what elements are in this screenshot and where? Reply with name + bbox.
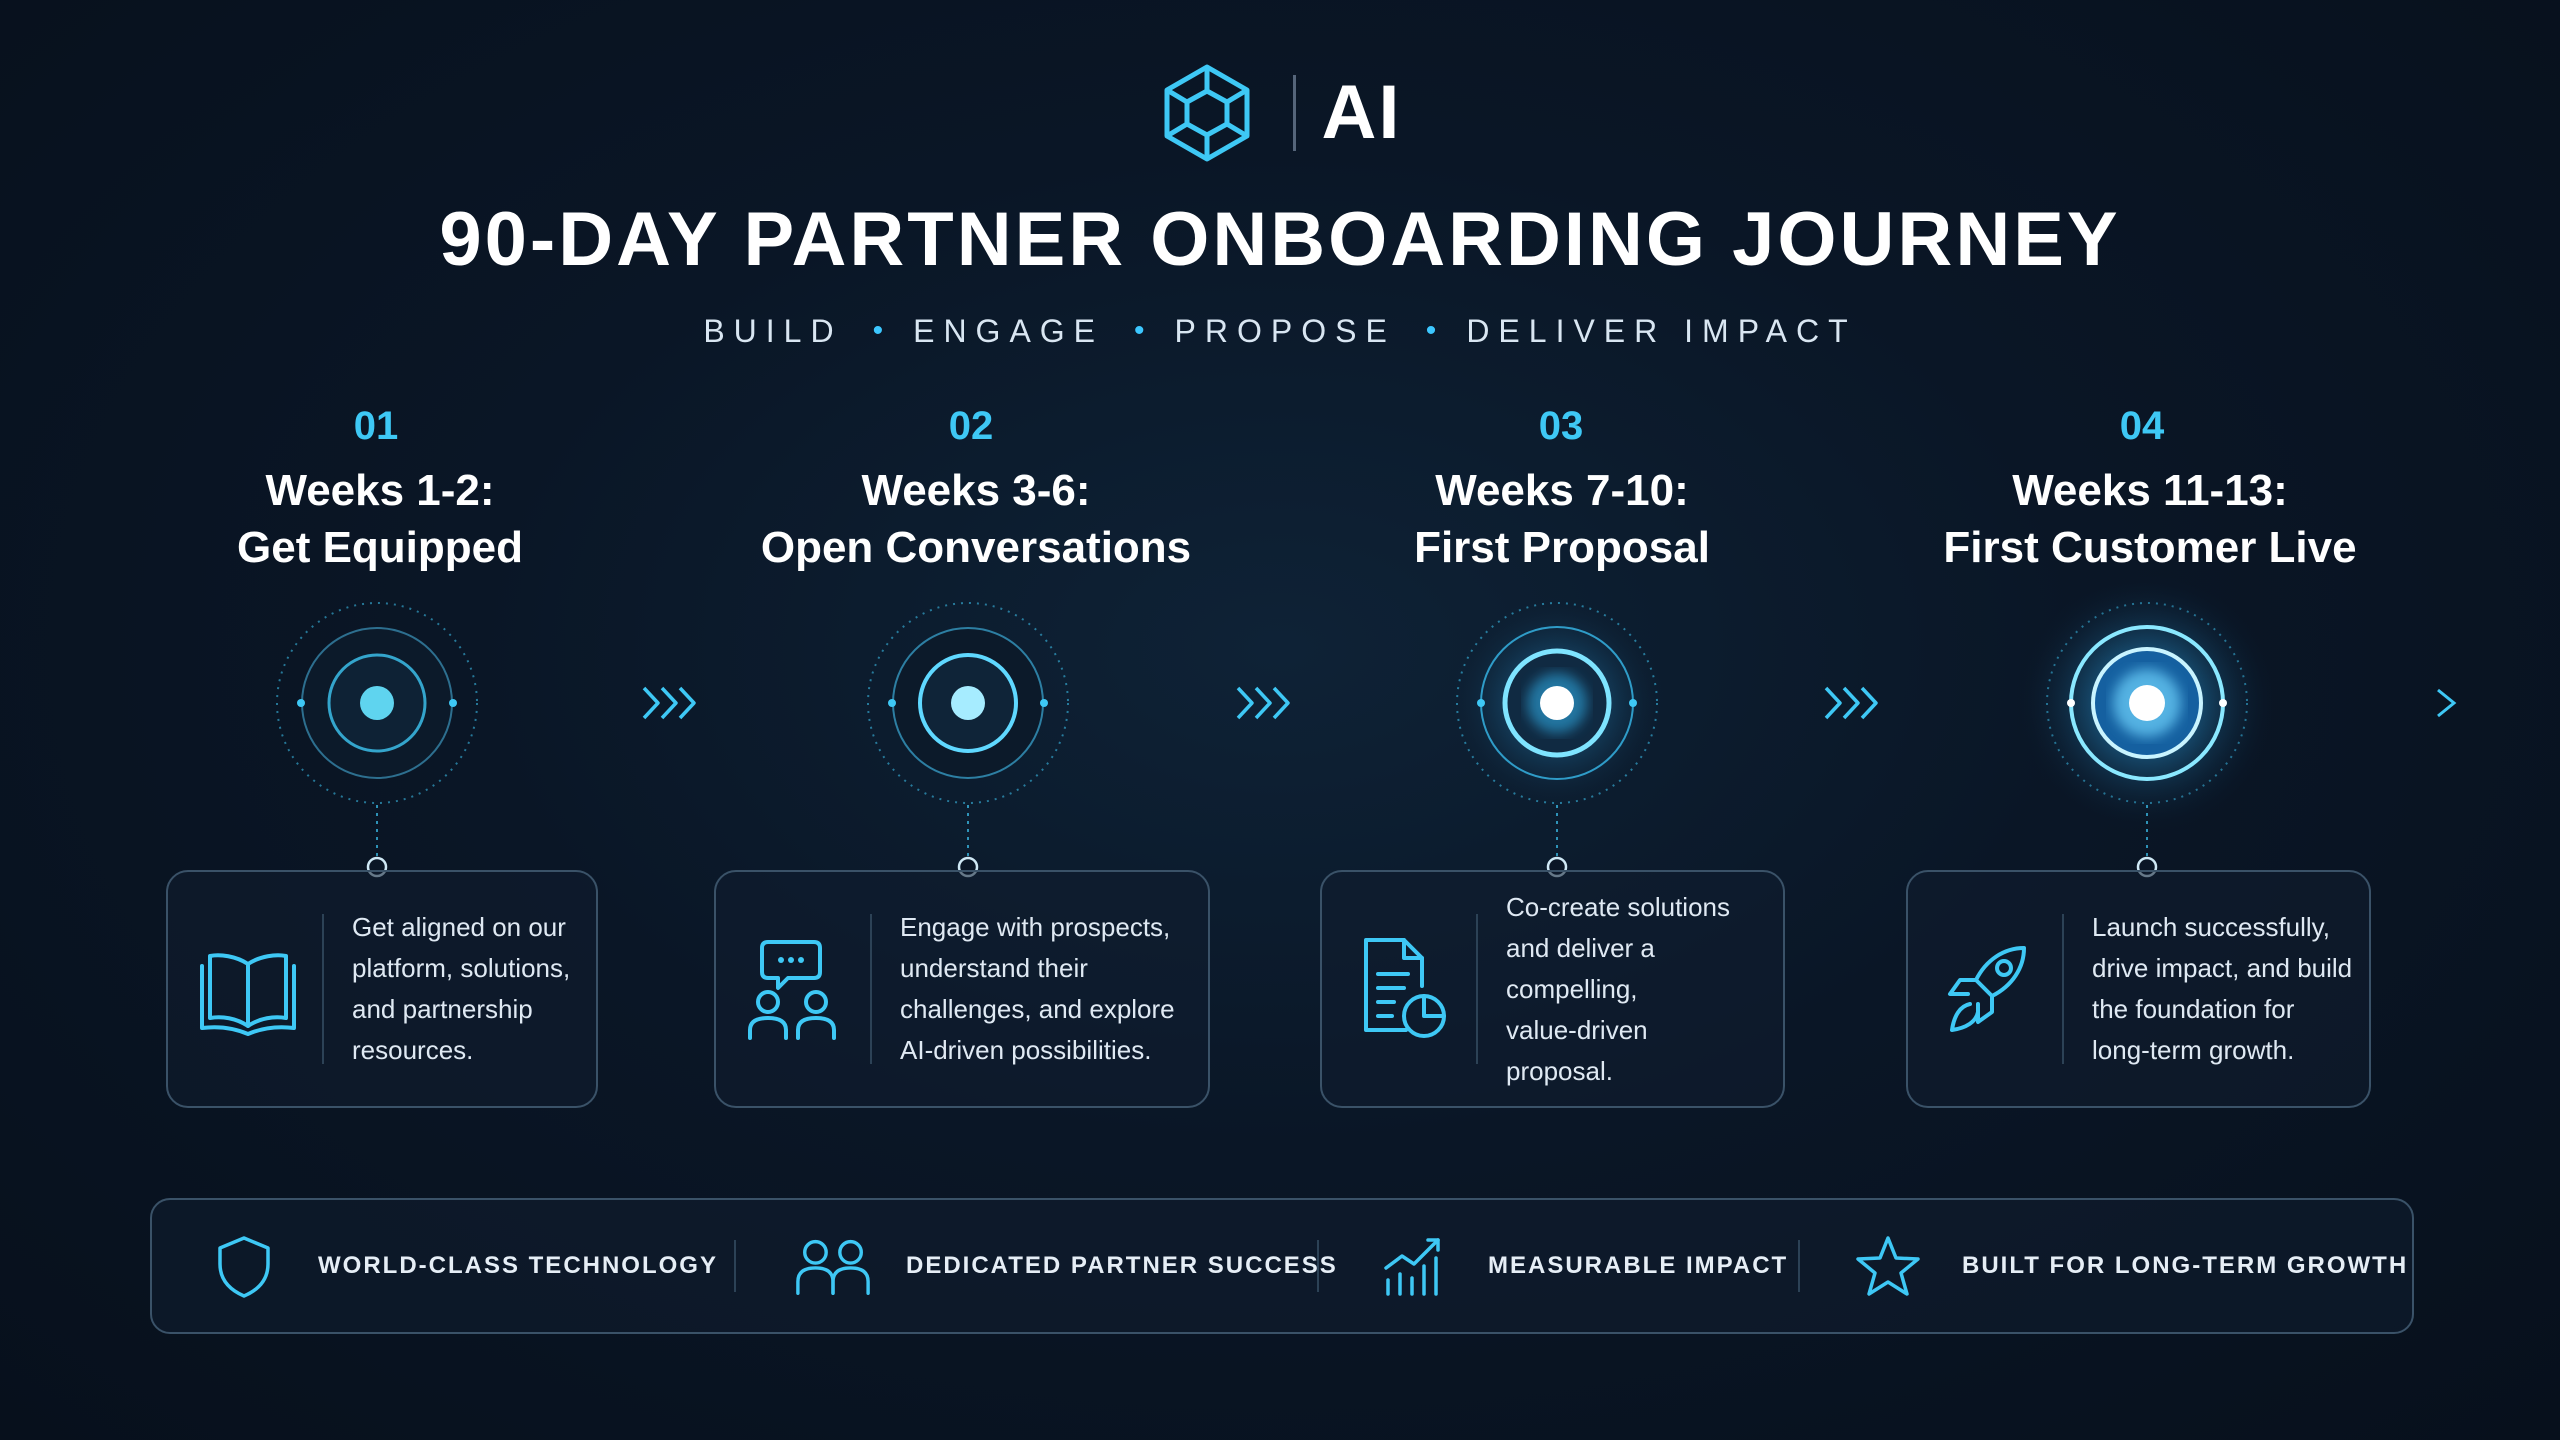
step-1-card: Get aligned on our platform, solutions, … bbox=[166, 870, 598, 1108]
description-line: Engage with prospects, bbox=[900, 912, 1171, 942]
description-line: resources. bbox=[352, 1035, 474, 1065]
step-1-name: Get Equipped bbox=[237, 523, 523, 572]
step-2-name: Open Conversations bbox=[760, 523, 1192, 572]
shield-icon bbox=[218, 1236, 270, 1298]
description-line: value-driven bbox=[1506, 1014, 1648, 1045]
step-2-weeks: Weeks 3-6: bbox=[861, 466, 1091, 515]
step-1-title: Weeks 1-2: Get Equipped bbox=[30, 462, 730, 576]
step-4-title: Weeks 11-13: First Customer Live bbox=[1800, 462, 2500, 576]
step-2-description: Engage with prospects, understand their … bbox=[900, 907, 1175, 1071]
hexagon-cube-logo-icon bbox=[1164, 64, 1249, 162]
description-line: understand their bbox=[900, 953, 1088, 983]
feature-world-class-technology: WORLD-CLASS TECHNOLOGY bbox=[212, 1200, 718, 1332]
card-divider bbox=[1476, 914, 1478, 1064]
feature-divider bbox=[1798, 1240, 1800, 1292]
step-2-title: Weeks 3-6: Open Conversations bbox=[626, 462, 1326, 576]
step-4-name: First Customer Live bbox=[1943, 523, 2357, 572]
conversation-people-icon bbox=[748, 940, 836, 1040]
description-line: long-term growth. bbox=[2092, 1035, 2295, 1065]
step-4-weeks: Weeks 11-13: bbox=[2012, 466, 2288, 515]
pillar-deliver-impact: DELIVER IMPACT bbox=[1466, 313, 1857, 349]
feature-label: MEASURABLE IMPACT bbox=[1488, 1252, 1789, 1279]
card-divider bbox=[870, 914, 872, 1064]
card-divider bbox=[2062, 914, 2064, 1064]
chevron-arrows-icon bbox=[1824, 686, 1878, 720]
step-3-name: First Proposal bbox=[1414, 523, 1710, 572]
team-icon bbox=[796, 1239, 870, 1296]
step-4-number: 04 bbox=[2119, 404, 2165, 448]
features-bar: WORLD-CLASS TECHNOLOGY DEDICATED PARTNER… bbox=[150, 1198, 2414, 1334]
feature-label: WORLD-CLASS TECHNOLOGY bbox=[318, 1252, 718, 1279]
open-book-icon bbox=[200, 953, 296, 1036]
page-title: 90-DAY PARTNER ONBOARDING JOURNEY bbox=[439, 197, 2121, 282]
feature-label: DEDICATED PARTNER SUCCESS bbox=[906, 1252, 1338, 1279]
logo-text: AI bbox=[1321, 70, 1402, 155]
step-1-weeks: Weeks 1-2: bbox=[265, 466, 495, 515]
description-line: Co-create solutions bbox=[1506, 891, 1730, 922]
pillar-engage: ENGAGE bbox=[913, 313, 1105, 349]
logo-divider bbox=[1292, 75, 1296, 151]
star-icon bbox=[1856, 1236, 1920, 1296]
stage-node-2 bbox=[867, 602, 1069, 878]
description-line: Get aligned on our bbox=[352, 912, 566, 942]
description-line: and partnership bbox=[352, 994, 533, 1024]
stage-node-4 bbox=[2017, 573, 2277, 878]
description-line: and deliver a compelling, bbox=[1506, 932, 1655, 1004]
stage-node-3 bbox=[1447, 593, 1667, 878]
description-line: Launch successfully, bbox=[2092, 912, 2330, 942]
feature-dedicated-partner-success: DEDICATED PARTNER SUCCESS bbox=[794, 1200, 1338, 1332]
logo: AI bbox=[0, 58, 2560, 168]
description-line: platform, solutions, bbox=[352, 953, 571, 983]
growth-chart-icon bbox=[1384, 1238, 1440, 1296]
timeline bbox=[30, 573, 2457, 878]
card-divider bbox=[322, 914, 324, 1064]
step-1-description: Get aligned on our platform, solutions, … bbox=[352, 907, 570, 1071]
step-3-card: Co-create solutions and deliver a compel… bbox=[1320, 870, 1785, 1108]
step-3-title: Weeks 7-10: First Proposal bbox=[1212, 462, 1912, 576]
pillar-build: BUILD bbox=[703, 313, 843, 349]
step-4-description: Launch successfully, drive impact, and b… bbox=[2092, 907, 2352, 1071]
step-4-card: Launch successfully, drive impact, and b… bbox=[1906, 870, 2371, 1108]
document-chart-icon bbox=[1364, 938, 1446, 1038]
chevron-arrows-icon bbox=[1236, 686, 1290, 720]
rocket-icon bbox=[1948, 946, 2026, 1032]
description-line: challenges, and explore bbox=[900, 994, 1175, 1024]
description-line: AI-driven possibilities. bbox=[900, 1035, 1152, 1065]
feature-divider bbox=[734, 1240, 736, 1292]
step-2-card: Engage with prospects, understand their … bbox=[714, 870, 1210, 1108]
description-line: the foundation for bbox=[2092, 994, 2295, 1024]
step-1-number: 01 bbox=[353, 404, 399, 448]
feature-measurable-impact: MEASURABLE IMPACT bbox=[1382, 1200, 1788, 1332]
stage-node-1 bbox=[276, 602, 478, 878]
feature-divider bbox=[1317, 1240, 1319, 1292]
pillars-subtitle: BUILD • ENGAGE • PROPOSE • DELIVER IMPAC… bbox=[0, 315, 2560, 347]
chevron-arrows-icon bbox=[642, 686, 696, 720]
step-3-weeks: Weeks 7-10: bbox=[1435, 466, 1689, 515]
step-3-description: Co-create solutions and deliver a compel… bbox=[1506, 887, 1783, 1092]
pillar-dot: • bbox=[872, 314, 884, 347]
timeline-end-arrow-icon bbox=[2437, 688, 2457, 718]
feature-label: BUILT FOR LONG-TERM GROWTH bbox=[1962, 1252, 2409, 1279]
step-2-number: 02 bbox=[948, 404, 994, 448]
description-line: proposal. bbox=[1506, 1055, 1613, 1086]
description-line: drive impact, and build bbox=[2092, 953, 2353, 983]
step-3-number: 03 bbox=[1538, 404, 1584, 448]
feature-built-for-long-term-growth: BUILT FOR LONG-TERM GROWTH bbox=[1856, 1200, 2408, 1332]
pillar-propose: PROPOSE bbox=[1174, 313, 1396, 349]
pillar-dot: • bbox=[1425, 314, 1437, 347]
pillar-dot: • bbox=[1134, 314, 1145, 347]
